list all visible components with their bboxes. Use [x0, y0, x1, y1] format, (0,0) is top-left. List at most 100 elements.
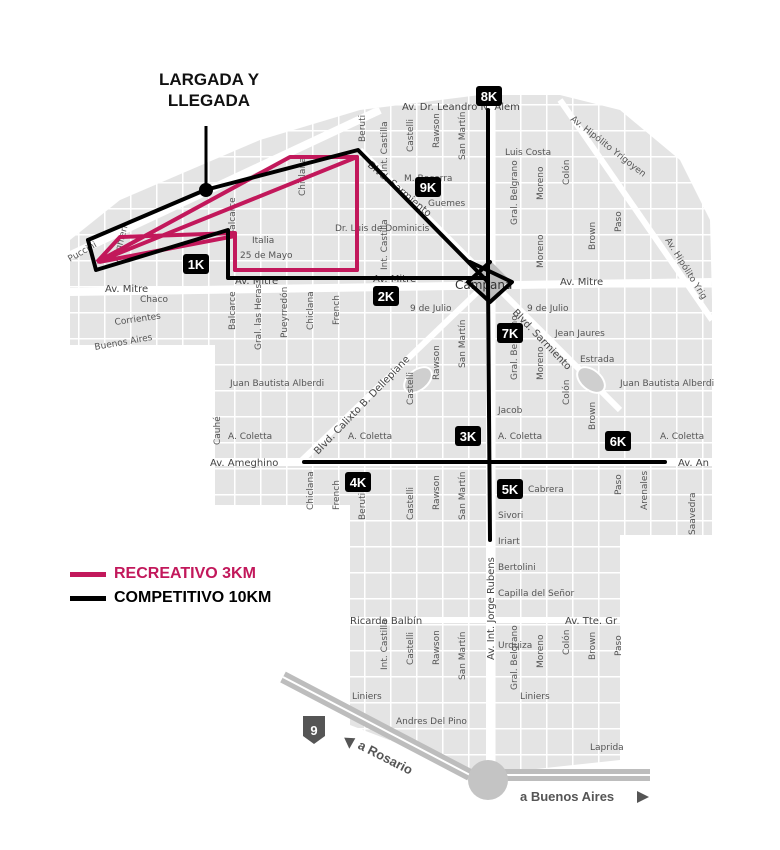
street-label: Capilla del Señor [498, 589, 574, 599]
street-label: Chiclana [306, 291, 316, 330]
street-label: Paso [614, 474, 624, 495]
street-label: Arenales [640, 471, 650, 510]
km-marker-6k: 6K [605, 431, 631, 451]
km-marker-4k: 4K [345, 472, 371, 492]
street-label: Rawson [432, 113, 442, 148]
arrow-right-icon [637, 791, 649, 803]
street-label: French [332, 295, 342, 325]
route-competitivo-10km [86, 108, 667, 542]
street-label: Liniers [352, 692, 382, 702]
street-label: Juan Bautista Alberdi [229, 379, 324, 389]
direction-buenos-aires-label: a Buenos Aires [520, 789, 614, 804]
street-label: Castelli [406, 632, 416, 665]
legend-swatch-recreativo [70, 571, 106, 577]
km-marker-5k: 5K [497, 479, 523, 499]
street-label: Ricardo Balbín [350, 615, 422, 627]
street-label: San Martín [458, 111, 468, 160]
legend-swatch-competitivo [70, 595, 106, 601]
street-label: Av. Tte. Gr [565, 616, 618, 627]
direction-buenos-aires: a Buenos Aires [520, 789, 649, 804]
street-label: Colón [561, 629, 572, 655]
street-label: Luis Costa [505, 148, 551, 158]
legend-item-recreativo: RECREATIVO 3KM [70, 562, 271, 586]
svg-text:5K: 5K [502, 482, 519, 497]
street-label: Castelli [406, 372, 416, 405]
street-label: Int. Castilla [380, 219, 390, 270]
street-label: Castelli [406, 487, 416, 520]
street-label: 25 de Mayo [240, 251, 293, 261]
street-label: Colón [561, 159, 572, 185]
km-markers: 1K 2K 3K 4K 5K 6K 7K 8K 9K [183, 86, 631, 499]
street-label: Av. Ameghino [210, 458, 278, 469]
svg-text:1K: 1K [188, 257, 205, 272]
street-label: Int. Castilla [380, 121, 390, 172]
street-label: Jean Jaures [554, 329, 605, 339]
street-label: Gral. Belgrano [510, 625, 520, 690]
street-label: Moreno [536, 634, 546, 668]
street-label: Gral. Belgrano [510, 160, 520, 225]
street-label: Italia [252, 236, 274, 246]
street-label: Rawson [432, 345, 442, 380]
street-label: Liniers [520, 692, 550, 702]
svg-text:2K: 2K [378, 289, 395, 304]
street-label: San Martín [458, 471, 468, 520]
km-marker-7k: 7K [497, 323, 523, 343]
svg-text:3K: 3K [460, 429, 477, 444]
street-label: French [332, 480, 342, 510]
street-label: Brown [588, 222, 598, 250]
legend: RECREATIVO 3KM COMPETITIVO 10KM [70, 562, 271, 610]
km-marker-3k: 3K [455, 426, 481, 446]
legend-label-competitivo: COMPETITIVO 10KM [114, 589, 272, 606]
street-label: Cabrera [528, 485, 564, 495]
street-label: Guemes [428, 199, 466, 209]
svg-text:9K: 9K [420, 180, 437, 195]
street-label: Brown [588, 402, 598, 430]
street-label: A. Coletta [228, 432, 272, 442]
legend-label-recreativo: RECREATIVO 3KM [114, 565, 256, 582]
street-label: Brown [588, 632, 598, 660]
svg-text:4K: 4K [350, 475, 367, 490]
start-finish-title: LARGADA Y LLEGADA [146, 69, 272, 111]
street-label: A. Coletta [660, 432, 704, 442]
street-label: Jacob [497, 406, 523, 416]
svg-text:8K: 8K [481, 89, 498, 104]
highway-9 [280, 671, 650, 800]
street-label: 9 de Julio [410, 304, 452, 314]
street-label: Balcarce [228, 291, 238, 330]
street-label: Sivori [498, 511, 523, 521]
street-label: Cauhé [212, 416, 223, 445]
route-recreativo-3km-shape [95, 155, 359, 272]
street-label: A. Coletta [348, 432, 392, 442]
street-label: Colón [561, 379, 572, 405]
street-label: Av. Dr. Leandro N. Alem [402, 102, 520, 113]
street-label: Saavedra [688, 492, 698, 535]
route-number: 9 [310, 723, 317, 738]
street-label: A. Coletta [498, 432, 542, 442]
street-label: Gral. Belgrano [510, 315, 520, 380]
street-label: Rawson [432, 630, 442, 665]
street-label: Rawson [432, 475, 442, 510]
street-label: Paso [614, 635, 624, 656]
street-label: Av. An [678, 458, 709, 469]
street-label: Paso [614, 211, 624, 232]
km-marker-8k: 8K [476, 86, 502, 106]
street-label: Moreno [536, 166, 546, 200]
street-label: Av. Mitre [105, 284, 148, 295]
street-label: Andres Del Pino [396, 717, 467, 727]
street-label: Chaco [140, 295, 168, 305]
street-label: Estrada [580, 355, 614, 365]
svg-text:6K: 6K [610, 434, 627, 449]
legend-item-competitivo: COMPETITIVO 10KM [70, 586, 271, 610]
street-label: Bertolini [498, 563, 536, 573]
start-finish-line1: LARGADA Y [158, 70, 260, 89]
start-finish-marker [199, 126, 213, 197]
km-marker-2k: 2K [373, 286, 399, 306]
street-label: 9 de Julio [527, 304, 569, 314]
street-label: Dr. Luis de Dominicis [335, 224, 430, 234]
street-label: Int. Castilla [380, 619, 390, 670]
city-blocks [70, 95, 712, 775]
street-label: Balcarce [228, 197, 238, 236]
street-label: Moreno [536, 346, 546, 380]
street-label: San Martín [458, 631, 468, 680]
